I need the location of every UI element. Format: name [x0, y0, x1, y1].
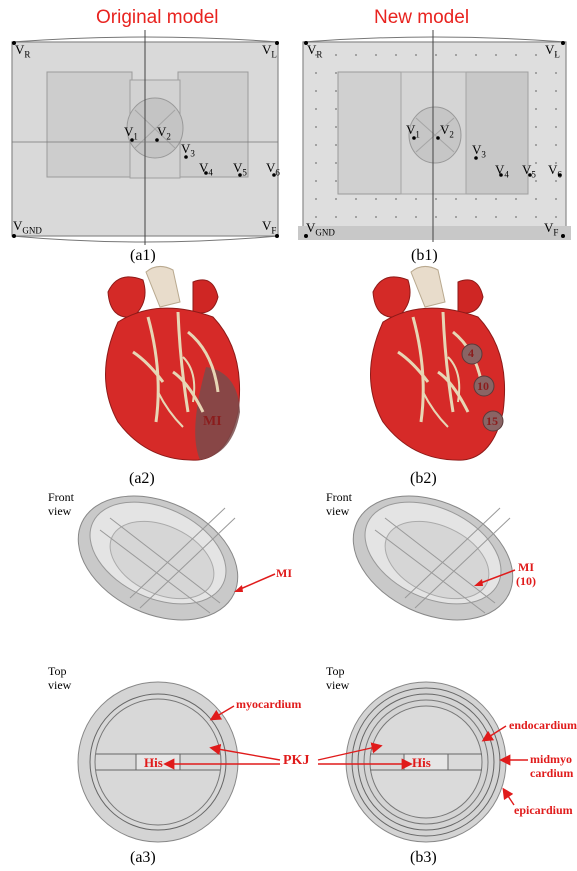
- caption-b3: (b3): [410, 849, 437, 867]
- caption-a3: (a3): [130, 849, 156, 867]
